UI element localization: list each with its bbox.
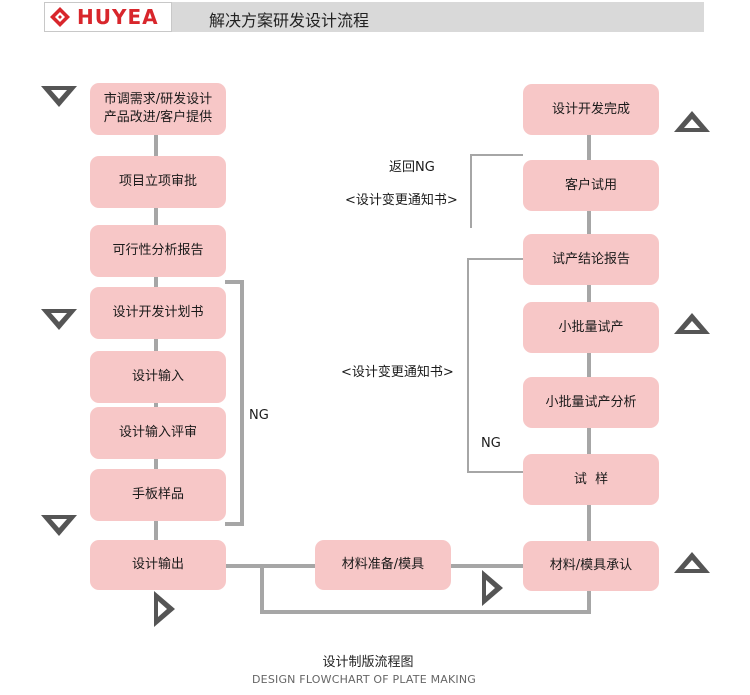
step-label: 试产结论报告 — [551, 251, 630, 267]
step-label: 设计输出 — [131, 557, 184, 572]
step-label: 设计输入 — [131, 369, 184, 384]
step-material-preparation: 材料准备/模具 — [315, 540, 451, 590]
step-label: 设计输入评审 — [118, 425, 197, 440]
brand-logo-icon — [49, 6, 71, 28]
step-label: 项目立项审批 — [118, 174, 197, 189]
change-notice-label-top: <设计变更通知书> — [345, 193, 458, 208]
down-arrow-icon — [41, 309, 77, 330]
step-design-input: 设计输入 — [90, 351, 226, 403]
step-label: 客户试用 — [564, 177, 617, 193]
step-label-line2: 产品改进/客户提供 — [103, 110, 213, 125]
step-label-line1: 市调需求/研发设计 — [103, 92, 213, 107]
right-arrow-icon — [482, 570, 503, 606]
step-project-approval: 项目立项审批 — [90, 156, 226, 208]
step-market-research: 市调需求/研发设计 产品改进/客户提供 — [90, 83, 226, 135]
step-label: 小批量试产分析 — [545, 394, 637, 410]
brand-logo: HUYEA — [44, 2, 172, 32]
step-label: 小批量试产 — [558, 319, 624, 335]
step-development-plan: 设计开发计划书 — [90, 287, 226, 339]
step-customer-trial: 客户试用 — [523, 160, 659, 211]
step-label: 试 样 — [573, 471, 609, 487]
brand-name: HUYEA — [77, 5, 159, 29]
caption-chinese: 设计制版流程图 — [322, 655, 414, 670]
ng-label-right: NG — [481, 436, 501, 451]
up-arrow-icon — [674, 552, 710, 573]
step-label: 设计开发完成 — [551, 101, 630, 117]
step-label: 材料准备/模具 — [341, 557, 425, 572]
step-material-approval: 材料/模具承认 — [523, 541, 659, 591]
header-bar: HUYEA 解决方案研发设计流程 — [44, 2, 704, 32]
right-arrow-icon — [154, 591, 175, 627]
step-trial-conclusion-report: 试产结论报告 — [523, 234, 659, 285]
step-small-batch-production: 小批量试产 — [523, 302, 659, 353]
step-small-batch-analysis: 小批量试产分析 — [523, 377, 659, 428]
step-development-complete: 设计开发完成 — [523, 84, 659, 135]
page-title: 解决方案研发设计流程 — [209, 11, 370, 30]
ng-label-left: NG — [249, 408, 269, 423]
step-label: 可行性分析报告 — [112, 243, 204, 258]
step-hand-sample: 手板样品 — [90, 469, 226, 521]
caption-english: DESIGN FLOWCHART OF PLATE MAKING — [252, 673, 476, 686]
down-arrow-icon — [41, 515, 77, 536]
step-label: 材料/模具承认 — [549, 558, 633, 573]
step-label: 手板样品 — [131, 487, 184, 502]
step-sample-trial: 试 样 — [523, 454, 659, 505]
step-design-input-review: 设计输入评审 — [90, 407, 226, 459]
change-notice-label-middle: <设计变更通知书> — [341, 365, 454, 380]
step-label: 设计开发计划书 — [112, 305, 204, 320]
step-feasibility-report: 可行性分析报告 — [90, 225, 226, 277]
up-arrow-icon — [674, 313, 710, 334]
return-ng-label: 返回NG — [389, 160, 435, 175]
down-arrow-icon — [41, 86, 77, 107]
step-design-output: 设计输出 — [90, 540, 226, 590]
up-arrow-icon — [674, 111, 710, 132]
